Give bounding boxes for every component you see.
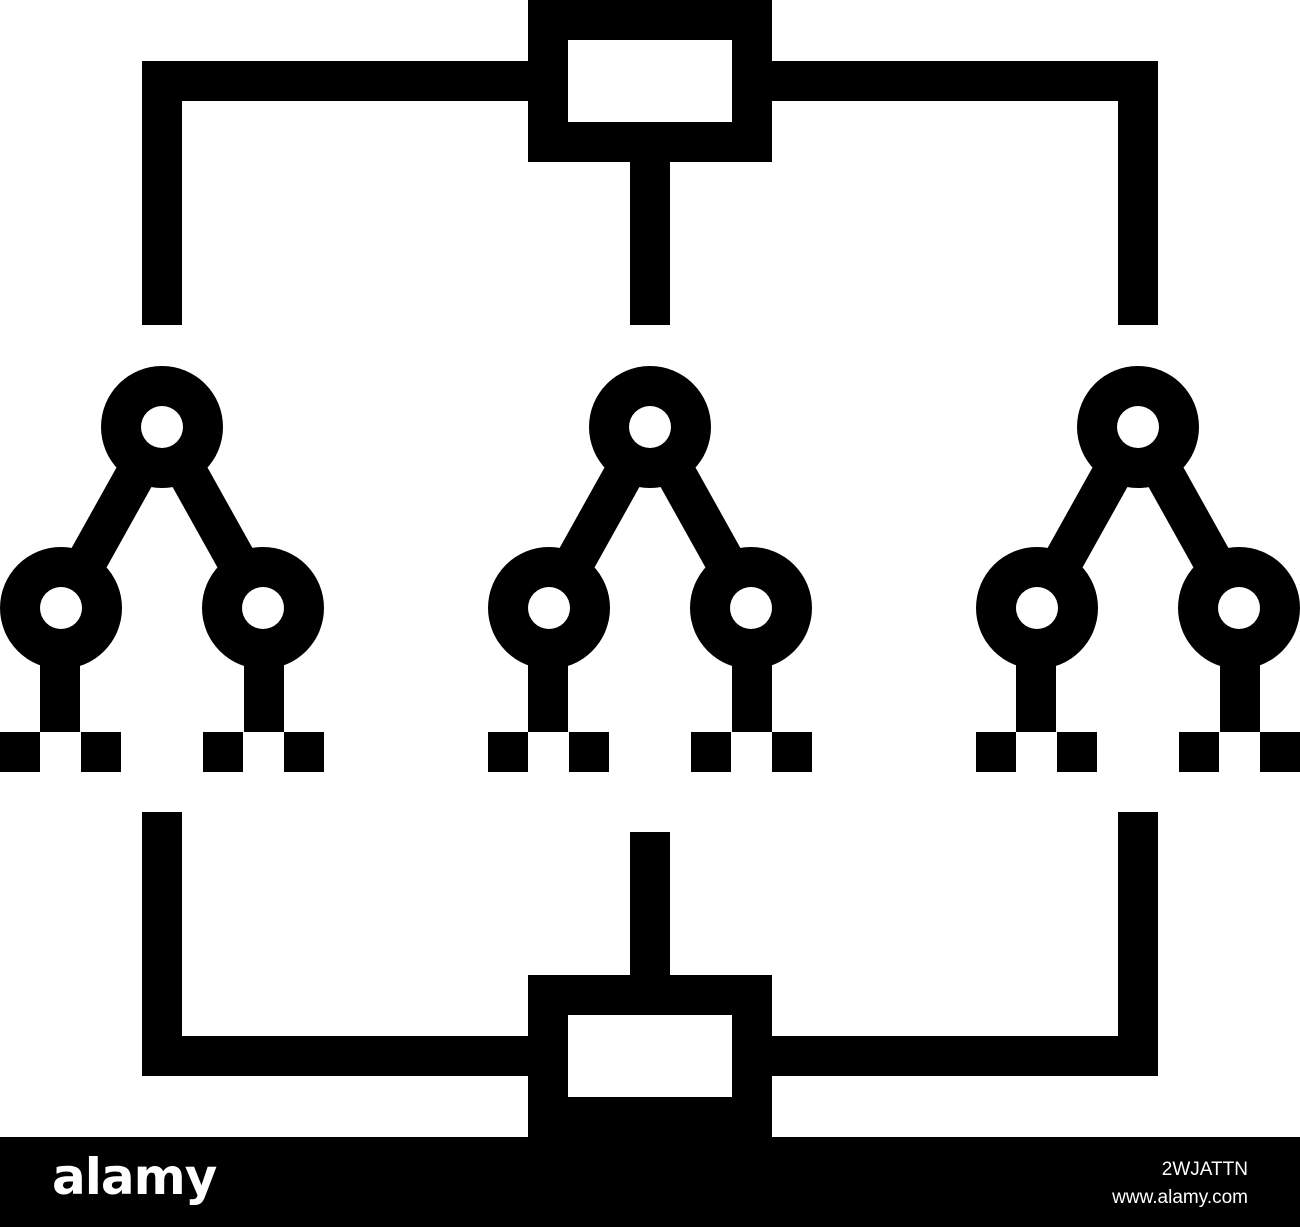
leaf-square-4 — [284, 732, 324, 772]
left-node-hole — [528, 587, 570, 629]
brand-logo: alamy — [52, 1148, 217, 1206]
leaf-square-2 — [81, 732, 121, 772]
image-id-label: 2WJATTN — [1161, 1159, 1248, 1180]
root-node-hole — [629, 406, 671, 448]
leaf-square-1 — [976, 732, 1016, 772]
leaf-square-3 — [203, 732, 243, 772]
right-node-hole — [242, 587, 284, 629]
site-url-label: www.alamy.com — [1112, 1187, 1248, 1208]
top-aggregator-box — [528, 0, 772, 162]
leaf-square-1 — [0, 732, 40, 772]
root-node-hole — [1117, 406, 1159, 448]
leaf-square-2 — [569, 732, 609, 772]
bottom-aggregator-box — [528, 975, 772, 1137]
top-right-connector — [772, 61, 1158, 325]
footer-bar — [0, 1137, 1300, 1227]
leaf-square-3 — [1179, 732, 1219, 772]
decision-tree-2 — [488, 366, 812, 772]
leaf-square-2 — [1057, 732, 1097, 772]
top-bracket — [142, 0, 1158, 325]
bottom-right-connector — [772, 812, 1158, 1076]
leaf-square-4 — [1260, 732, 1300, 772]
decision-trees — [0, 366, 1300, 772]
right-node-hole — [730, 587, 772, 629]
root-node-hole — [141, 406, 183, 448]
bottom-left-connector — [142, 812, 528, 1076]
top-left-connector — [142, 61, 528, 325]
leaf-square-4 — [772, 732, 812, 772]
right-node-hole — [1218, 587, 1260, 629]
leaf-square-3 — [691, 732, 731, 772]
decision-tree-1 — [0, 366, 324, 772]
decision-tree-3 — [976, 366, 1300, 772]
left-node-hole — [40, 587, 82, 629]
leaf-square-1 — [488, 732, 528, 772]
bottom-bracket — [142, 812, 1158, 1137]
left-node-hole — [1016, 587, 1058, 629]
